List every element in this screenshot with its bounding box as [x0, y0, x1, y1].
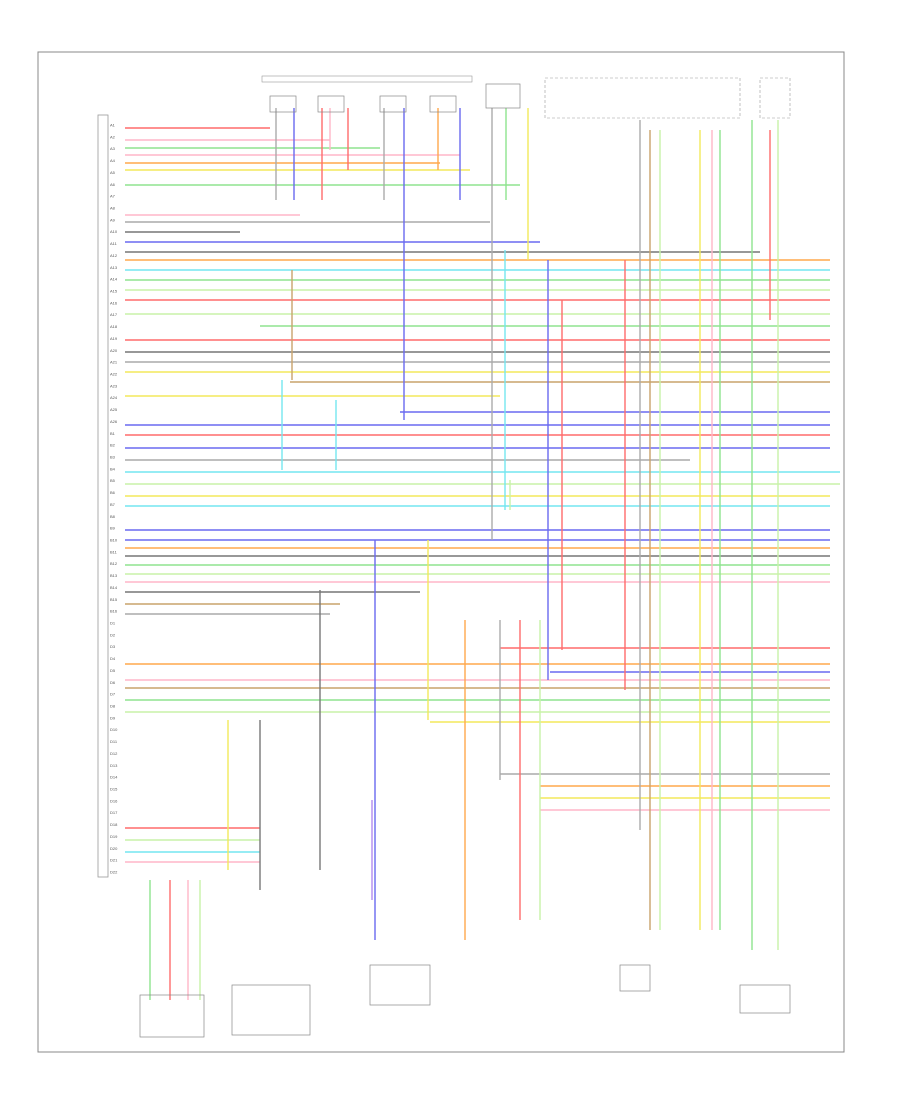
- ecm-pin-label: A6: [110, 182, 116, 187]
- ecm-pin-label: D19: [110, 834, 118, 839]
- ecm-pin-label: A25: [110, 407, 118, 412]
- main-relay-area: [544, 77, 791, 119]
- ecm-pin-label: B5: [110, 478, 116, 483]
- ecm-pin-label: A16: [110, 300, 118, 305]
- ecm-pin-label: D2: [110, 632, 116, 637]
- ecm-pin-label: D5: [110, 668, 116, 673]
- vertical-wire-bundle: [149, 108, 779, 1000]
- ignition-switch-box: [759, 77, 791, 119]
- starter-relay: [139, 994, 205, 1038]
- ecm-pin-label: D7: [110, 692, 116, 697]
- ecm-pin-label: A11: [110, 241, 118, 246]
- ecm-module: [97, 114, 109, 878]
- ecm-pin-label: D9: [110, 715, 116, 720]
- ecm-pin-label: A10: [110, 229, 118, 234]
- ecm-pin-label: D22: [110, 870, 118, 875]
- ecm-pin-label: A17: [110, 312, 118, 317]
- ecm-pin-label: D4: [110, 656, 116, 661]
- ecm-pin-label: A23: [110, 383, 118, 388]
- ecm-pin-label: D18: [110, 822, 118, 827]
- ecm-pin-label: B16: [110, 609, 118, 614]
- injector-4: [429, 95, 457, 113]
- ecm-pin-label: A9: [110, 217, 116, 222]
- speed-sensor: [739, 984, 791, 1014]
- ecm-pin-label: D20: [110, 846, 118, 851]
- ecm-pin-labels: A1A2A3A4A5A6A7A8A9A10A11A12A13A14A15A16A…: [110, 123, 118, 875]
- ecm-pin-label: B8: [110, 514, 116, 519]
- ecm-pin-label: D15: [110, 787, 118, 792]
- ecm-pin-label: B15: [110, 597, 118, 602]
- ecm-pin-label: A12: [110, 253, 118, 258]
- ecm-pin-label: D3: [110, 644, 116, 649]
- injector-3: [379, 95, 407, 113]
- ecm-pin-label: B2: [110, 443, 116, 448]
- ecm-pin-label: A14: [110, 277, 118, 282]
- ecm-pin-label: A22: [110, 372, 118, 377]
- ecm-pin-label: D13: [110, 763, 118, 768]
- ecm-pin-label: A1: [110, 123, 116, 128]
- ecm-pin-label: D17: [110, 810, 118, 815]
- ecm-pin-label: B10: [110, 538, 118, 543]
- ecm-pin-label: B9: [110, 526, 116, 531]
- injector-connectors: [269, 83, 521, 113]
- shift-position-switch: [231, 984, 311, 1036]
- ecm-pin-label: B4: [110, 466, 116, 471]
- diagram-border: [37, 51, 845, 1053]
- ecm-pin-label: A26: [110, 419, 118, 424]
- ecm-pin-label: B6: [110, 490, 116, 495]
- ecm-pin-label: B11: [110, 549, 118, 554]
- ecm-pin-label: D21: [110, 858, 118, 863]
- main-relay-box: [544, 77, 741, 119]
- ecm-pin-label: D16: [110, 798, 118, 803]
- horizontal-wire-bundle: [125, 127, 840, 863]
- ecm-pin-label: D8: [110, 704, 116, 709]
- ecm-pin-label: A8: [110, 206, 116, 211]
- ecm-pin-label: B1: [110, 431, 116, 436]
- ecm-pin-label: A4: [110, 158, 116, 163]
- ecm-pin-label: A21: [110, 360, 118, 365]
- injector-1: [269, 95, 297, 113]
- ecm-pin-label: D11: [110, 739, 118, 744]
- ecm-pin-label: B3: [110, 455, 116, 460]
- ecm-pin-label: D14: [110, 775, 118, 780]
- ecm-pin-label: A18: [110, 324, 118, 329]
- ecm-pin-label: A3: [110, 146, 116, 151]
- ecm-pin-label: B12: [110, 561, 118, 566]
- ecm-pin-label: A19: [110, 336, 118, 341]
- injector-2: [317, 95, 345, 113]
- ecm-pin-label: D10: [110, 727, 118, 732]
- ecm-pin-label: B7: [110, 502, 116, 507]
- fuel-pump-relay: [485, 83, 521, 109]
- ecm-pin-label: D6: [110, 680, 116, 685]
- ecm-pin-label: A24: [110, 395, 118, 400]
- sensor-block: [619, 964, 651, 992]
- neutral-position-switch: [369, 964, 431, 1006]
- ecm-pin-label: A20: [110, 348, 118, 353]
- ecm-pin-label: A15: [110, 289, 118, 294]
- ecm-pin-label: B14: [110, 585, 118, 590]
- ecm-pin-label: D1: [110, 621, 116, 626]
- ecm-pin-label: A5: [110, 170, 116, 175]
- ecm-pin-label: D12: [110, 751, 118, 756]
- ecm-pin-label: A2: [110, 134, 116, 139]
- ecm-pin-label: A7: [110, 194, 116, 199]
- ecm-pin-label: A13: [110, 265, 118, 270]
- bottom-components: [139, 964, 791, 1038]
- top-fuse-box: [261, 75, 473, 83]
- ecm-pin-label: B13: [110, 573, 118, 578]
